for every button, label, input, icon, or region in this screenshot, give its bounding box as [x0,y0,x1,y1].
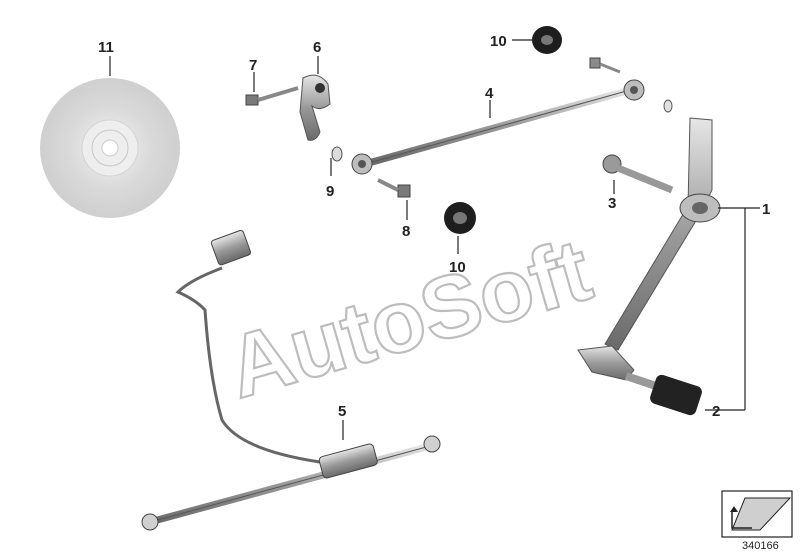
callout-4: 4 [485,85,494,102]
watermark: AutoSoft [216,218,603,418]
bolt-part-8 [377,178,411,198]
shift-rod-part [351,79,645,175]
callout-1: 1 [762,201,770,218]
callout-6: 6 [313,39,321,56]
leader-lines [109,39,760,440]
svg-text:AutoSoft: AutoSoft [217,219,601,417]
shift-lever-part [577,117,721,392]
washer-part [331,146,343,162]
callout-3: 3 [608,195,616,212]
callouts: 11 6 7 10 4 9 8 10 3 1 2 5 [98,33,770,420]
callout-10-lower: 10 [449,259,466,276]
callout-10-upper: 10 [490,33,507,50]
rubber-nut-part-lower [444,202,476,234]
callout-8: 8 [402,223,410,240]
diagram-reference-number: 340166 [742,540,779,552]
callout-9: 9 [326,183,334,200]
callout-5: 5 [338,403,346,420]
callout-11: 11 [98,39,114,56]
footpeg-rubber-part [650,374,702,416]
small-bolt-part [589,57,673,113]
lever-arm-part [299,74,331,141]
callout-7: 7 [249,57,257,74]
bolt-part [245,86,299,106]
cd-disc-icon [40,78,180,218]
pivot-bolt-part [602,154,674,194]
callout-2: 2 [712,403,720,420]
arrow-symbol-icon [721,490,793,538]
sensor-cable-part [141,229,441,531]
rubber-nut-part-upper [532,26,562,54]
